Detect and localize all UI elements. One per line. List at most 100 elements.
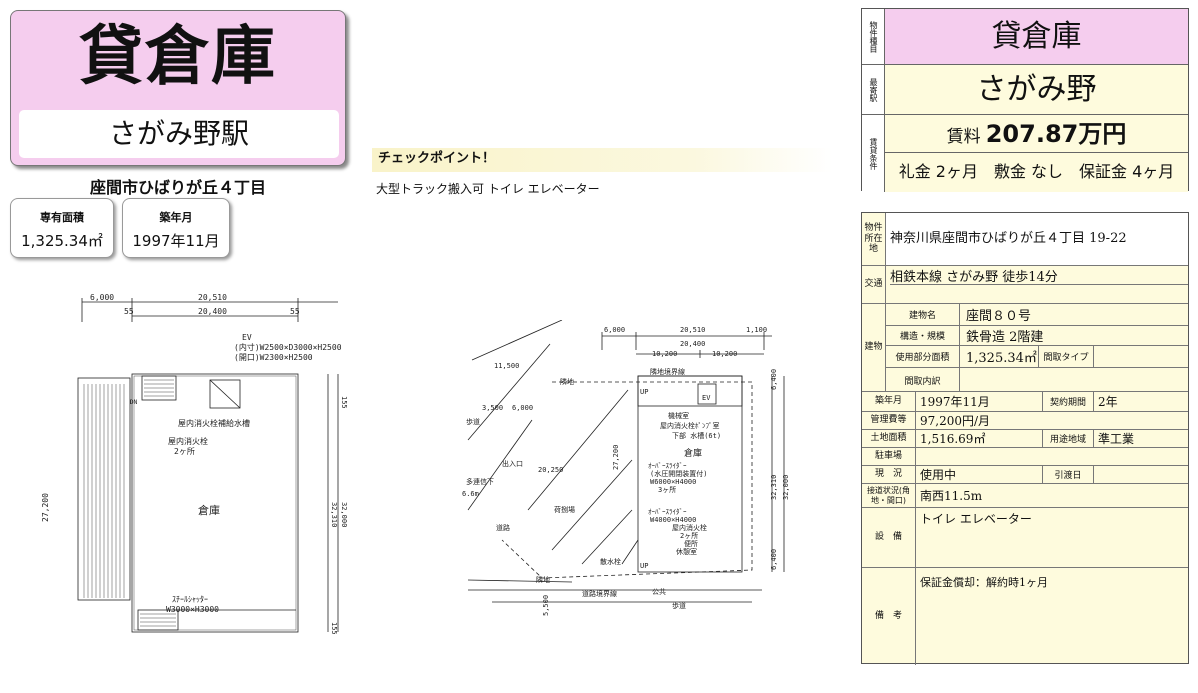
- location-row: 物件所在地 神奈川県座間市ひばりが丘４丁目 19-22: [862, 213, 1188, 265]
- details-table: 物件所在地 神奈川県座間市ひばりが丘４丁目 19-22 交通 相鉄本線 さがみ野…: [861, 212, 1189, 665]
- land-row: 土地面積 1,516.69㎡ 用途地域 準工業: [862, 429, 1188, 447]
- rent-label: 賃料: [946, 127, 981, 147]
- sp-label-1: 隣地境界線: [650, 367, 685, 376]
- sp-left-2: 6,000: [512, 404, 533, 412]
- sp-label-25: 隣地: [536, 575, 550, 584]
- sp-label-8: W6000×H4000: [650, 478, 696, 486]
- sp-label-7: (水圧開閉装置付): [650, 469, 707, 478]
- sp-label-14: 便所: [684, 539, 698, 548]
- sp-label-16: 散水栓: [600, 557, 621, 566]
- layout-type-label: 間取タイプ: [1038, 346, 1094, 367]
- building-name-value: 座間８０号: [966, 309, 1032, 324]
- area-stat-value: 1,325.34㎡: [21, 232, 103, 250]
- structure-row: 構造・規模 鉄骨造 2階建: [886, 326, 1188, 346]
- sp-label-2: 機械室: [668, 411, 689, 420]
- summary-station: さがみ野: [976, 72, 1097, 107]
- fp-room-label: 倉庫: [198, 503, 220, 517]
- property-title-card: 貸倉庫 さがみ野駅: [10, 10, 346, 166]
- road-label: 接道状況(角地・間口): [862, 484, 916, 507]
- fp-dim-left-1: 27,200: [41, 493, 50, 522]
- built-value: 1997年11月: [920, 395, 990, 409]
- short-address: 座間市ひばりが丘４丁目: [89, 178, 266, 197]
- location-value: 神奈川県座間市ひばりが丘４丁目 19-22: [890, 231, 1127, 246]
- fp-ev-label: EV: [242, 333, 252, 342]
- sp-label-21: 出入口: [502, 459, 523, 468]
- equipment-row: 設 備 トイレ エレベーター: [862, 507, 1188, 567]
- site-plan: 6,000 20,510 1,100 20,400 10,200 10,200 …: [462, 320, 790, 616]
- sp-dim-top-1: 6,000: [604, 326, 625, 334]
- building-row: 建物 建物名 座間８０号 構造・規模 鉄骨造 2階建 使用部分面積 1,325.…: [862, 303, 1188, 392]
- fp-dim-top-5: 55: [290, 307, 300, 316]
- fp-dn-label: DN: [130, 399, 138, 406]
- zoning-value: 準工業: [1098, 432, 1135, 446]
- sp-dim-top-5: 10,200: [652, 350, 677, 358]
- structure-value: 鉄骨造 2階建: [966, 330, 1044, 345]
- built-row: 築年月 1997年11月 契約期間 2年: [862, 391, 1188, 411]
- usage-area-value: 1,325.34㎡: [966, 351, 1037, 366]
- summary-station-row: 最寄駅 さがみ野: [862, 65, 1188, 115]
- built-stat-card: 築年月 1997年11月: [122, 198, 230, 258]
- fp-hydrant-count: 2ヶ所: [174, 446, 195, 456]
- built-stat-value: 1997年11月: [132, 232, 220, 250]
- traffic-value: 相鉄本線 さがみ野 徒歩14分: [890, 266, 1188, 285]
- sp-label-4: 下部 水槽(6t): [672, 431, 721, 440]
- fp-hydrant-label: 屋内消火栓: [168, 436, 208, 446]
- sp-dim-top-6: 10,200: [712, 350, 737, 358]
- sp-label-10: ｵｰﾊﾞｰｽﾗｲﾀﾞｰ: [648, 508, 687, 516]
- mgmt-row: 管理費等 97,200円/月: [862, 411, 1188, 429]
- sp-label-5: 倉庫: [684, 447, 702, 459]
- equipment-value: トイレ エレベーター: [920, 512, 1032, 526]
- summary-station-side: 最寄駅: [862, 65, 885, 114]
- summary-terms-row: 賃貸条件 賃料 207.87万円 礼金 2ヶ月 敷金 なし 保証金 4ヶ月: [862, 115, 1188, 192]
- rent-value: 207.87万円: [985, 120, 1127, 148]
- zoning-label: 用途地域: [1042, 430, 1094, 447]
- fp-dim-top-1: 6,000: [90, 293, 114, 302]
- fp-ev-door: (開口)W2300×H2500: [234, 353, 313, 362]
- sp-label-27: UP: [640, 388, 648, 396]
- sp-left-1: 11,500: [494, 362, 519, 370]
- sp-left-3: 3,500: [482, 404, 503, 412]
- remarks-row: 備 考 保証金償却：解約時1ヶ月: [862, 567, 1188, 665]
- built-label: 築年月: [862, 392, 916, 411]
- land-label: 土地面積: [862, 430, 916, 447]
- sp-label-13: 2ヶ所: [680, 531, 698, 540]
- sp-label-9: 3ヶ所: [658, 485, 676, 494]
- sp-label-18: 歩道: [672, 601, 686, 610]
- mgmt-label: 管理費等: [862, 412, 916, 429]
- rent-line: 賃料 207.87万円: [885, 115, 1188, 153]
- fp-pump-label: 屋内消火栓補給水槽: [178, 418, 250, 428]
- summary-type-side: 物件種目: [862, 9, 885, 64]
- usage-area-row: 使用部分面積 1,325.34㎡ 間取タイプ: [886, 346, 1188, 368]
- sp-right-4: 6,400: [770, 549, 778, 570]
- checkpoint-text: 大型トラック搬入可 トイレ エレベーター: [376, 182, 600, 196]
- sp-label-17: 道路境界線: [582, 589, 617, 598]
- sp-label-23: 道路: [496, 523, 510, 532]
- sp-right-1: 6,400: [770, 369, 778, 390]
- floor-plan: 6,000 20,510 20,400 55 55 EV (内寸)W2500×D…: [41, 293, 348, 635]
- fp-dim-top-2: 20,510: [198, 293, 227, 302]
- road-row: 接道状況(角地・間口) 南西11.5m: [862, 483, 1188, 507]
- sp-label-11: W4000×H4000: [650, 516, 696, 524]
- sp-dim-top-3: 1,100: [746, 326, 767, 334]
- building-name-label: 建物名: [886, 304, 960, 325]
- sp-label-6: ｵｰﾊﾞｰｽﾗｲﾀﾞｰ: [648, 462, 687, 470]
- sp-dim-top-2: 20,510: [680, 326, 705, 334]
- location-label: 物件所在地: [862, 213, 886, 265]
- status-label: 現 況: [862, 466, 916, 483]
- summary-terms-side: 賃貸条件: [862, 115, 885, 192]
- area-stat-label: 専有面積: [40, 211, 84, 224]
- sp-label-15: 休憩室: [676, 547, 697, 556]
- sp-label-19: 公共: [652, 587, 666, 596]
- structure-label: 構造・規模: [886, 326, 960, 345]
- fp-dim-right-4: 155: [330, 622, 338, 635]
- road-value: 南西11.5m: [920, 489, 983, 503]
- equipment-label: 設 備: [862, 508, 916, 567]
- traffic-label: 交通: [862, 266, 886, 303]
- parking-row: 駐車場: [862, 447, 1188, 465]
- sp-label-26: EV: [702, 394, 711, 402]
- building-label: 建物: [862, 304, 886, 391]
- handover-label: 引渡日: [1042, 466, 1094, 483]
- sp-label-0: 隣地: [560, 377, 574, 386]
- building-name-row: 建物名 座間８０号: [886, 304, 1188, 326]
- fp-ev-inner: (内寸)W2500×D3000×H2500: [234, 342, 342, 352]
